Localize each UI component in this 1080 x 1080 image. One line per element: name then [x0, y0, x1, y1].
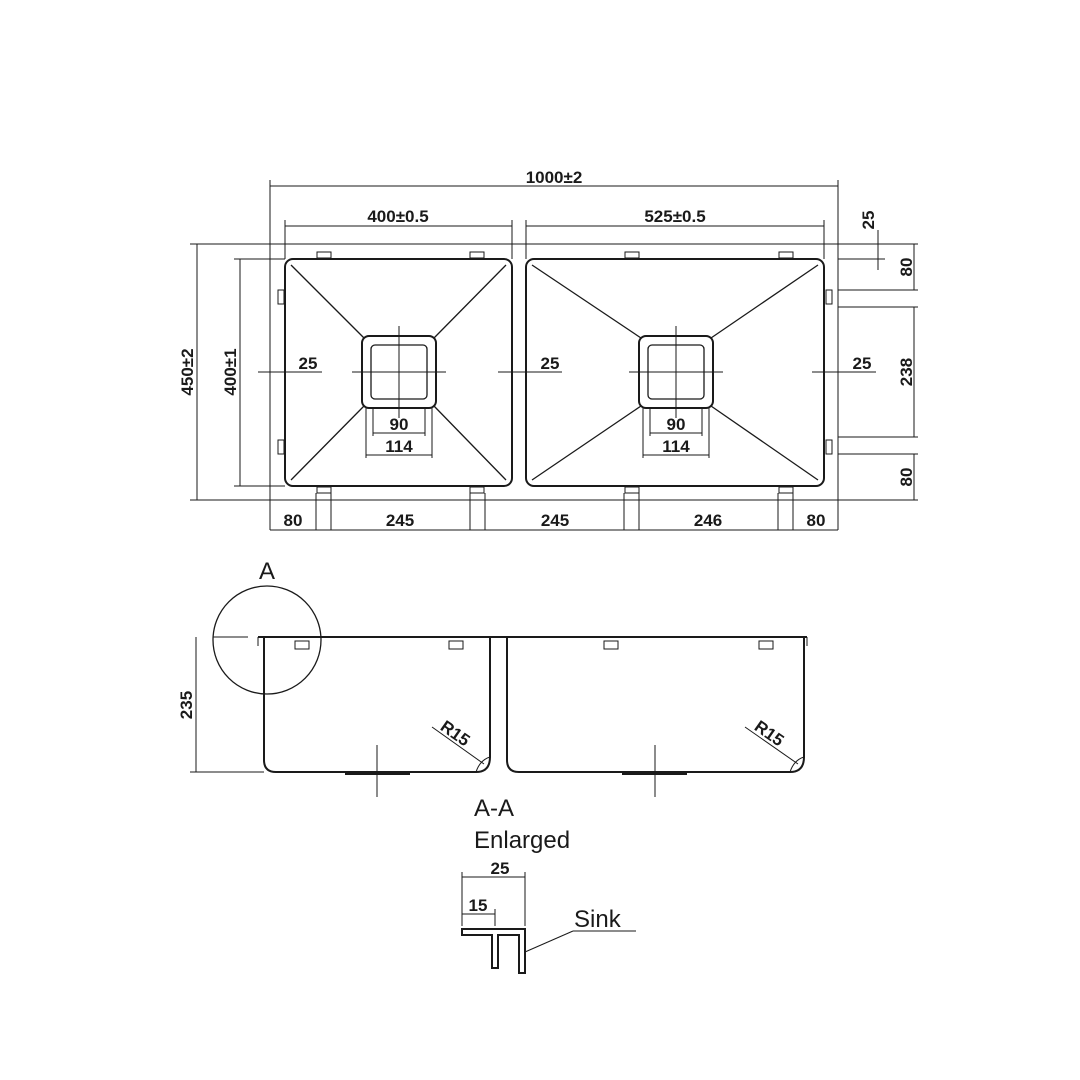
dim-drain-left-outer: 114 — [385, 437, 413, 456]
dim-right-bowl-width: 525±0.5 — [644, 207, 705, 226]
dim-overall-length: 1000±2 — [526, 168, 583, 187]
dim-bottom-3: 245 — [541, 511, 569, 530]
dim-drain-right-outer: 114 — [662, 437, 690, 456]
dim-left-bowl-width: 400±0.5 — [367, 207, 428, 226]
detail-view: 25 15 Sink — [461, 859, 636, 974]
enlarged-label: Enlarged — [474, 827, 570, 854]
detail-marker: A — [259, 558, 275, 585]
dim-overall-width: 450±2 — [178, 348, 197, 395]
dim-right-bottom: 80 — [897, 468, 916, 487]
dim-right-mid: 238 — [897, 358, 916, 386]
dim-right-offset-top: 25 — [859, 211, 878, 230]
dim-rim-right: 25 — [853, 354, 872, 373]
section-label: A-A — [474, 795, 514, 822]
radius-right: R15 — [751, 717, 787, 750]
dim-rim-center: 25 — [541, 354, 560, 373]
top-dimension-lines — [190, 180, 918, 531]
dim-drain-right-inner: 90 — [667, 415, 686, 434]
sink-label: Sink — [574, 906, 622, 933]
dim-bottom-1: 80 — [284, 511, 303, 530]
mounting-clips — [277, 251, 833, 494]
flange-profile — [461, 928, 526, 974]
dim-drain-left-inner: 90 — [390, 415, 409, 434]
dim-rim-left: 25 — [299, 354, 318, 373]
top-view: 1000±2 400±0.5 525±0.5 450±2 400±1 25 80… — [178, 168, 918, 531]
section-view: A 235 R15 R15 A-A Enlarged — [177, 558, 808, 854]
dim-lip-width: 15 — [469, 896, 488, 915]
dim-flange-width: 25 — [491, 859, 510, 878]
dim-bowl-depth-plan: 400±1 — [221, 348, 240, 395]
left-bowl-section — [263, 637, 491, 773]
radius-left: R15 — [437, 717, 473, 750]
top-dimension-texts: 1000±2 400±0.5 525±0.5 450±2 400±1 25 80… — [178, 168, 916, 530]
dim-bottom-5: 80 — [807, 511, 826, 530]
dim-bottom-4: 246 — [694, 511, 722, 530]
detail-a-circle — [212, 585, 322, 695]
dim-section-height: 235 — [177, 691, 196, 719]
dim-right-top: 80 — [897, 258, 916, 277]
dim-bottom-2: 245 — [386, 511, 414, 530]
